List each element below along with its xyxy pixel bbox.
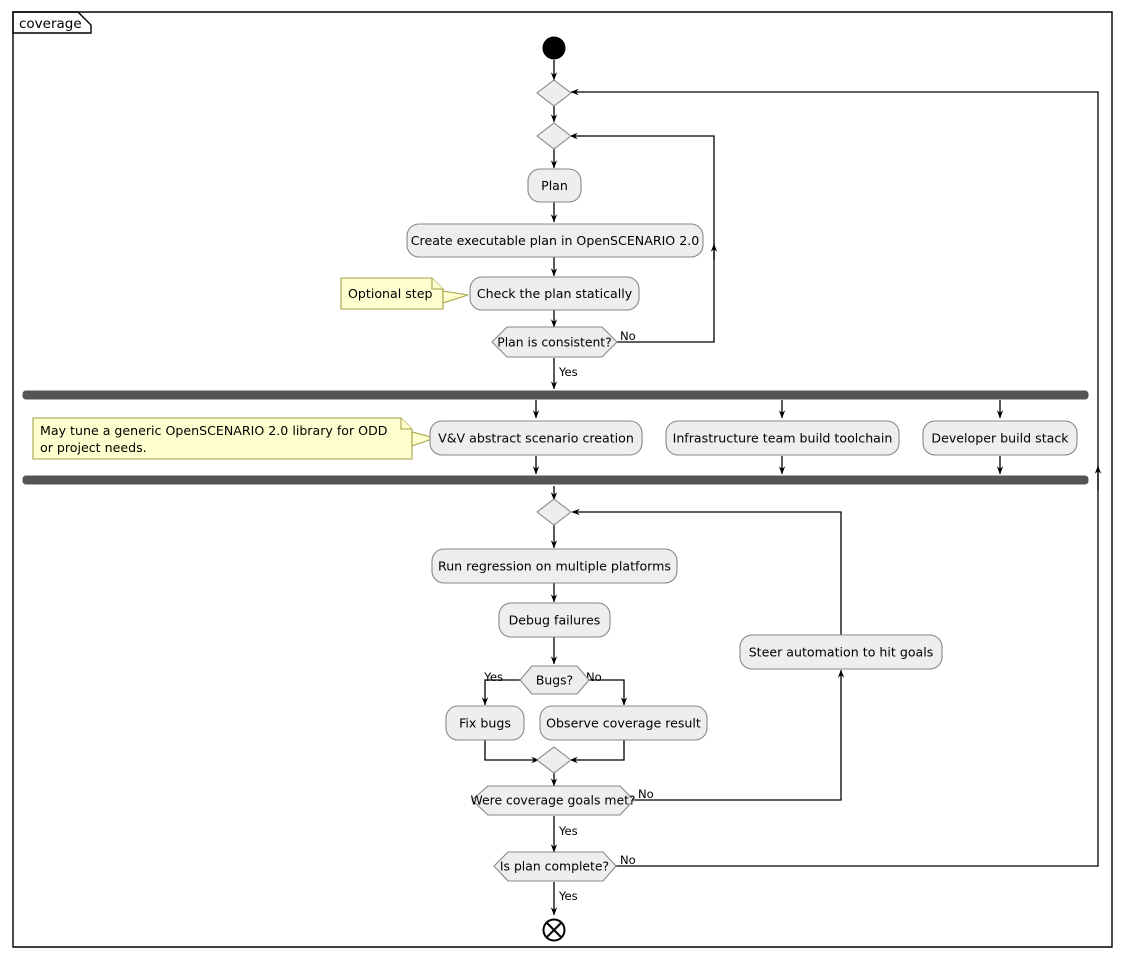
activity-debug-failures[interactable]: Debug failures [498, 602, 611, 638]
guard-bugs-yes: Yes [483, 670, 503, 684]
activity-infrastructure-team-build-toolchain[interactable]: Infrastructure team build toolchain [665, 420, 900, 456]
merge-top-inner [536, 122, 572, 150]
activity-check-plan-statically[interactable]: Check the plan statically [469, 276, 640, 311]
frame-label: coverage [19, 16, 82, 32]
activity-observe-coverage-result[interactable]: Observe coverage result [539, 705, 708, 741]
guard-coverage-goals-yes: Yes [558, 824, 578, 838]
activity-steer-automation-label: Steer automation to hit goals [749, 645, 934, 660]
guard-bugs-no: No [586, 670, 602, 684]
activity-developer-build-stack-label: Developer build stack [931, 431, 1069, 446]
note-optional-step-text: Optional step [348, 286, 433, 301]
activity-fix-bugs[interactable]: Fix bugs [445, 705, 525, 741]
decision-is-plan-complete[interactable]: Is plan complete? [493, 851, 617, 882]
activity-run-regression[interactable]: Run regression on multiple platforms [431, 548, 678, 584]
activity-plan[interactable]: Plan [527, 168, 582, 203]
decision-is-plan-complete-label: Is plan complete? [500, 859, 609, 874]
decision-bugs[interactable]: Bugs? [519, 665, 590, 695]
guard-coverage-goals-no: No [638, 787, 654, 801]
fork-bar [22, 390, 1089, 400]
decision-plan-is-consistent-label: Plan is consistent? [497, 335, 612, 350]
activity-check-plan-statically-label: Check the plan statically [477, 286, 633, 301]
merge-top-outer [536, 79, 572, 107]
merge-bugs [536, 746, 572, 774]
edges-layer [481, 60, 1102, 916]
decision-coverage-goals-met[interactable]: Were coverage goals met? [471, 785, 636, 816]
decision-plan-is-consistent[interactable]: Plan is consistent? [491, 326, 618, 358]
note-library-tuning: May tune a generic OpenSCENARIO 2.0 libr… [32, 417, 437, 460]
activity-steer-automation[interactable]: Steer automation to hit goals [739, 634, 943, 670]
activity-developer-build-stack[interactable]: Developer build stack [922, 420, 1078, 456]
activity-debug-failures-label: Debug failures [509, 613, 601, 628]
guard-plan-consistent-yes: Yes [558, 365, 578, 379]
guard-plan-complete-yes: Yes [558, 889, 578, 903]
activity-vv-abstract-scenario-creation-label: V&V abstract scenario creation [438, 431, 634, 446]
join-bar [22, 475, 1089, 485]
activity-create-executable-plan-label: Create executable plan in OpenSCENARIO 2… [411, 233, 700, 248]
activity-infrastructure-team-build-toolchain-label: Infrastructure team build toolchain [673, 431, 893, 446]
merge-mid [536, 498, 572, 526]
activity-fix-bugs-label: Fix bugs [459, 716, 511, 731]
start-node [542, 36, 566, 60]
guard-plan-consistent-no: No [620, 329, 636, 343]
activity-plan-label: Plan [541, 178, 568, 193]
note-optional-step: Optional step [340, 277, 469, 310]
guard-labels: No Yes Yes No No Yes No Yes [483, 329, 654, 903]
diagram-frame: coverage [12, 11, 1113, 948]
guard-plan-complete-no: No [620, 853, 636, 867]
activity-vv-abstract-scenario-creation[interactable]: V&V abstract scenario creation [429, 420, 643, 456]
note-library-tuning-line2: or project needs. [40, 440, 147, 455]
end-node [542, 918, 566, 942]
activity-observe-coverage-result-label: Observe coverage result [546, 716, 701, 731]
note-library-tuning-line1: May tune a generic OpenSCENARIO 2.0 libr… [40, 423, 387, 438]
decision-coverage-goals-met-label: Were coverage goals met? [471, 793, 636, 808]
activity-run-regression-label: Run regression on multiple platforms [438, 559, 671, 574]
decision-bugs-label: Bugs? [536, 673, 573, 688]
activity-create-executable-plan[interactable]: Create executable plan in OpenSCENARIO 2… [406, 223, 704, 258]
